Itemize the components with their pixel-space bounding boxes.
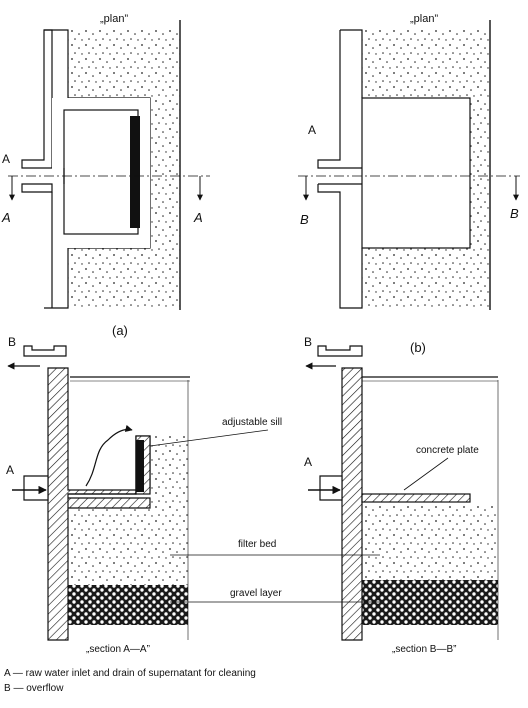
section-a-sill: [136, 440, 144, 492]
section-a-wall: [47, 367, 151, 641]
legend-a: A — raw water inlet and drain of superna…: [4, 668, 256, 679]
plan-b: „plan” A B B: [298, 13, 520, 310]
section-a-label-a: A: [6, 463, 14, 477]
plan-b-chamber: [361, 97, 471, 249]
section-b-wall: [341, 367, 363, 641]
section-a-flow-arrow: [85, 424, 133, 487]
plan-a-label-a-inlet: A: [2, 152, 10, 166]
section-a-label-b: B: [8, 335, 16, 349]
section-b-concrete-plate: [361, 493, 471, 503]
section-b-inlet-pipe: [319, 475, 343, 501]
section-b-filter-bed: [362, 506, 498, 580]
section-a-gravel: [68, 585, 188, 625]
section-a-overflow-pipe: [23, 345, 67, 357]
plan-a-sill: [130, 116, 140, 228]
section-b-label-b: B: [304, 335, 312, 349]
plan-a-inlet-lower: [21, 183, 53, 193]
section-b-overflow-pipe: [317, 345, 363, 357]
legend-b: B — overflow: [4, 683, 64, 694]
label-gravel-layer: gravel layer: [230, 588, 282, 599]
plan-a-label-a-left: A: [1, 210, 11, 225]
section-b-caption: „section B—B”: [392, 644, 456, 655]
plan-a-wall-upper: [21, 29, 53, 169]
section-a-inlet-pipe: [23, 475, 49, 501]
section-b-label-a: A: [304, 455, 312, 469]
label-adjustable-sill: adjustable sill: [222, 417, 282, 428]
plan-b-title: „plan”: [410, 13, 438, 25]
plan-b-label-b-left: B: [300, 212, 309, 227]
plan-b-wall-upper: [317, 30, 362, 169]
label-concrete-plate: concrete plate: [416, 445, 479, 456]
plan-b-label-b-right: B: [510, 206, 519, 221]
label-filter-bed: filter bed: [238, 539, 276, 550]
section-a-caption: „section A—A”: [86, 644, 150, 655]
plan-b-label-a: A: [308, 123, 316, 137]
section-b-panel-label: (b): [410, 340, 426, 355]
section-a-filter-bed: [68, 436, 188, 585]
plan-a-title: „plan”: [100, 13, 128, 25]
plan-a-chamber: [63, 109, 139, 235]
section-b: (b) B A „section B—B”: [304, 335, 499, 655]
section-b-gravel: [362, 580, 498, 625]
callouts: adjustable sill concrete plate filter be…: [149, 417, 479, 603]
plan-a: „plan” A A A: [1, 13, 210, 310]
plan-b-wall-lower: [317, 183, 363, 309]
section-a: (a) B A „section A—A”: [6, 323, 190, 655]
plan-a-label-a-right: A: [193, 210, 203, 225]
section-a-panel-label: (a): [112, 323, 128, 338]
